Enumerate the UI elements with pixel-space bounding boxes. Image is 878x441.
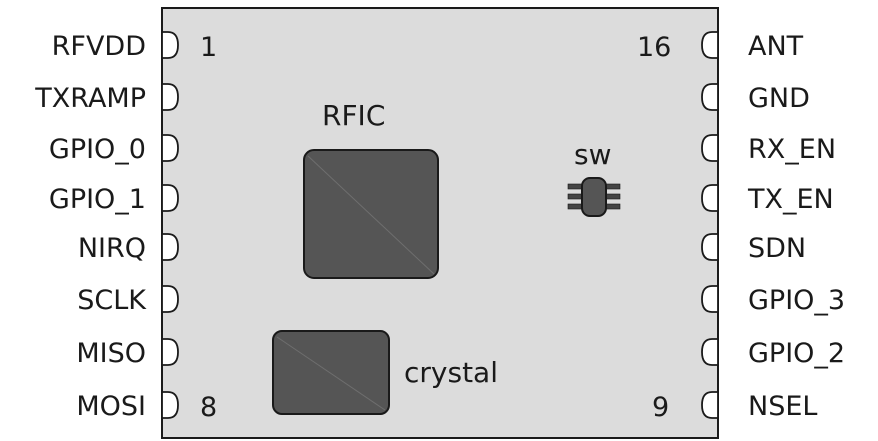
left-pin-label: RFVDD xyxy=(52,31,146,62)
switch-label: sw xyxy=(574,138,612,171)
right-pin-label: NSEL xyxy=(748,391,817,422)
left-pin-pad xyxy=(161,391,179,419)
pin-number-16: 16 xyxy=(637,32,671,63)
left-pin-label: GPIO_0 xyxy=(49,134,146,165)
right-pin-label: GND xyxy=(748,83,810,114)
left-pin-pads xyxy=(161,31,179,419)
right-pin-pad xyxy=(701,338,719,366)
left-pin-pad xyxy=(161,31,179,59)
left-pin-pad xyxy=(161,83,179,111)
crystal-label: crystal xyxy=(404,356,498,389)
crystal-chip xyxy=(272,330,390,415)
right-pin-label: TX_EN xyxy=(747,184,834,215)
left-pin-label: NIRQ xyxy=(78,233,146,264)
right-pin-pad xyxy=(701,184,719,212)
left-pin-label: MOSI xyxy=(76,391,146,422)
right-pin-pad xyxy=(701,83,719,111)
right-pin-label: GPIO_3 xyxy=(748,285,845,316)
right-pin-pad xyxy=(701,134,719,162)
right-pin-label: GPIO_2 xyxy=(748,338,845,369)
right-pin-pad xyxy=(701,233,719,261)
left-pin-label: MISO xyxy=(76,338,146,369)
rfic-chip xyxy=(303,149,439,279)
pin-number-9: 9 xyxy=(652,392,669,423)
rfic-label: RFIC xyxy=(322,99,385,132)
right-pin-pad xyxy=(701,31,719,59)
right-pin-pads xyxy=(701,31,719,419)
left-pin-pad xyxy=(161,134,179,162)
right-pin-label: SDN xyxy=(748,233,806,264)
right-pin-label: ANT xyxy=(748,31,804,62)
pin-number-8: 8 xyxy=(200,392,217,423)
left-pin-pad xyxy=(161,184,179,212)
switch-chip xyxy=(567,177,621,217)
left-pin-pad xyxy=(161,233,179,261)
left-pin-label: SCLK xyxy=(77,285,147,316)
left-pin-label: TXRAMP xyxy=(34,83,146,114)
left-pin-label: GPIO_1 xyxy=(49,184,146,215)
right-pin-pad xyxy=(701,285,719,313)
right-pin-pad xyxy=(701,391,719,419)
right-pin-label: RX_EN xyxy=(748,134,836,165)
left-pin-pad xyxy=(161,338,179,366)
left-pin-pad xyxy=(161,285,179,313)
pin-number-1: 1 xyxy=(200,32,217,63)
module-board xyxy=(161,7,719,439)
